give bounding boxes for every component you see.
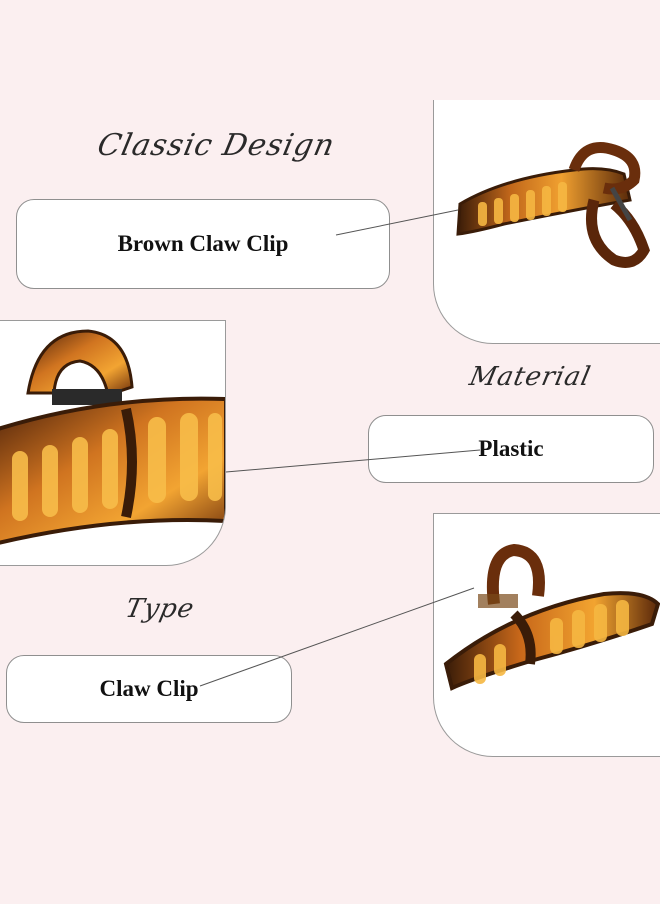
- label-claw-clip: Claw Clip: [99, 676, 199, 701]
- label-plastic: Plastic: [478, 436, 544, 461]
- product-photo-angled-view: [433, 513, 660, 757]
- product-photo-closeup: [0, 320, 226, 566]
- label-pill-brown-claw-clip: Brown Claw Clip: [16, 199, 390, 289]
- claw-clip-side-view-icon: [456, 142, 650, 268]
- heading-type: Type: [122, 594, 198, 624]
- label-pill-plastic: Plastic: [368, 415, 654, 483]
- claw-clip-closeup-icon: [0, 329, 225, 545]
- heading-classic-design: Classic Design: [94, 128, 339, 163]
- label-brown-claw-clip: Brown Claw Clip: [117, 231, 289, 256]
- heading-material: Material: [466, 362, 594, 392]
- claw-clip-angled-view-icon: [443, 543, 660, 691]
- label-pill-claw-clip: Claw Clip: [6, 655, 292, 723]
- product-photo-side-view: [433, 100, 660, 344]
